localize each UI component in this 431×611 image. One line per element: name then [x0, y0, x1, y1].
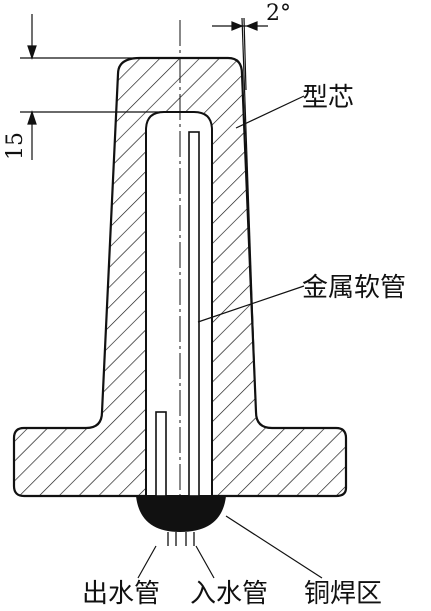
taper-angle-label: 2° — [266, 1, 291, 26]
taper-angle-dimension — [212, 17, 268, 413]
metal-hose-tube — [188, 131, 200, 497]
outlet-tube — [155, 411, 167, 497]
copper-weld-zone — [136, 496, 226, 532]
leader-lines — [137, 95, 323, 579]
water-outlet-label: 出水管 — [82, 579, 160, 609]
core-label: 型芯 — [302, 83, 354, 113]
metal-hose-label: 金属软管 — [302, 273, 406, 303]
water-inlet-label: 入水管 — [190, 579, 268, 609]
copper-weld-zone-label: 铜焊区 — [304, 579, 382, 609]
tip-dimension — [20, 14, 164, 160]
tip-dimension-label: 15 — [3, 132, 28, 160]
pipe-leads — [167, 532, 195, 546]
